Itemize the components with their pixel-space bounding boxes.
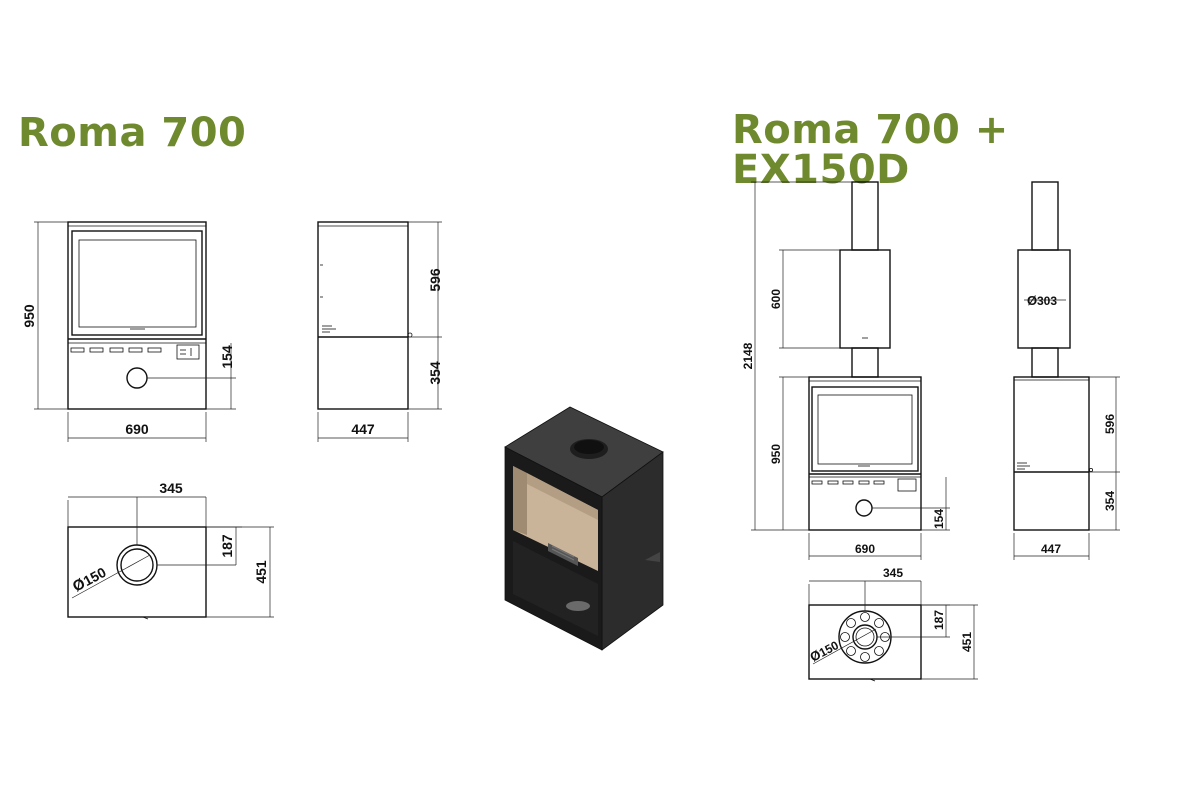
dim-upper-596-ex: 596 [1103,414,1117,434]
title-roma-700: Roma 700 [18,110,247,156]
stove-3d-render[interactable] [504,406,664,651]
dim-depth-451: 451 [253,560,269,584]
ex150d-side-view [1013,181,1094,531]
ex150d-top-view [808,581,950,682]
pipe-diameter-symbol: Ø [1027,293,1037,308]
dim-depth-451-ex: 451 [960,632,974,652]
dim-depth-447-ex: 447 [1041,542,1061,556]
roma700-front-dimensions: 950 690 154 [21,221,236,442]
dim-lower-354: 354 [427,361,443,385]
dim-lower-354-ex: 354 [1103,491,1117,511]
roma700-top-dimensions: 345 187 451 Ø 150 [67,480,274,618]
ex150d-front-dimensions: 2148 600 950 690 154 [741,181,950,560]
roma700-top-view [67,497,236,620]
title-roma-700-ex150d: Roma 700 + EX150D [732,107,1009,193]
ex150d-side-dimensions: Ø 303 596 354 447 [1013,293,1120,560]
ex150d-top-dimensions: 345 187 451 Ø 150 [807,566,978,680]
dim-depth-447: 447 [351,421,375,437]
dim-pipe-303: 303 [1037,294,1057,308]
dim-width-690: 690 [125,421,149,437]
dim-outlet-154: 154 [219,345,235,369]
dim-ex-600: 600 [769,289,783,309]
ex150d-front-view [808,181,950,531]
roma700-front-view [67,221,236,410]
dim-height-950-ex: 950 [769,444,783,464]
dim-width-690-ex: 690 [855,542,875,556]
dim-outlet-154-ex: 154 [932,509,946,529]
roma700-side-dimensions: 596 354 447 [317,221,443,442]
dim-height-950: 950 [21,304,37,328]
dim-offset-187-ex: 187 [932,610,946,630]
dim-offset-345-ex: 345 [883,566,903,580]
roma700-side-view [317,221,413,410]
dim-offset-187: 187 [219,534,235,558]
dim-total-2148: 2148 [741,342,755,369]
dim-offset-345: 345 [159,480,183,496]
dim-upper-596: 596 [427,268,443,292]
